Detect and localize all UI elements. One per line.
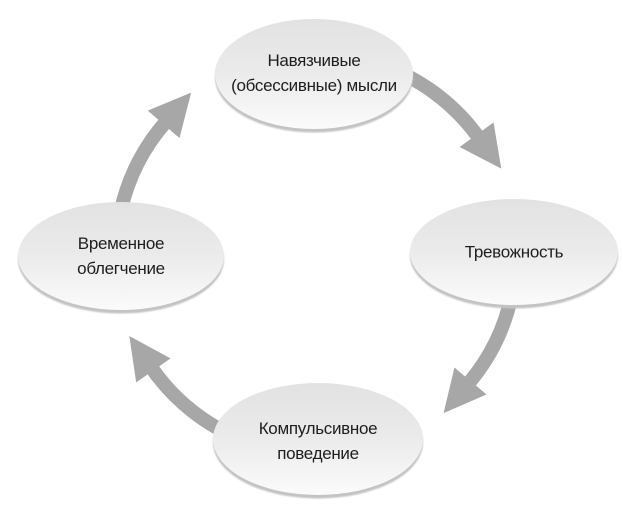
node-anxiety-ellipse — [410, 199, 618, 305]
node-temporary-relief — [18, 202, 224, 314]
node-label-line: поведение — [277, 444, 359, 463]
node-label-line: Навязчивые — [267, 51, 361, 70]
node-label-line: Тревожность — [464, 242, 564, 262]
node-compulsive-behavior — [213, 383, 423, 499]
node-label-line: облегчение — [77, 259, 165, 278]
node-obsessive-thoughts-ellipse — [215, 19, 413, 129]
node-label-obsessive-thoughts: Навязчивые (обсессивные) мысли — [231, 48, 397, 98]
node-compulsive-behavior-ellipse — [213, 383, 423, 495]
arrow-temporary-relief-to-obsessive-thoughts — [114, 92, 192, 211]
node-label-temporary-relief: Временное облегчение — [77, 231, 165, 281]
node-label-line: Временное — [77, 234, 165, 253]
arrow-anxiety-to-compulsive-behavior — [443, 294, 519, 414]
node-anxiety — [410, 199, 618, 309]
node-label-line: (обсессивные) мысли — [231, 76, 397, 95]
node-obsessive-thoughts — [215, 19, 413, 133]
node-label-compulsive-behavior: Компульсивное поведение — [259, 416, 378, 466]
node-label-anxiety: Тревожность — [465, 240, 564, 265]
node-label-line: Компульсивное — [258, 419, 378, 438]
node-temporary-relief-ellipse — [18, 202, 224, 310]
